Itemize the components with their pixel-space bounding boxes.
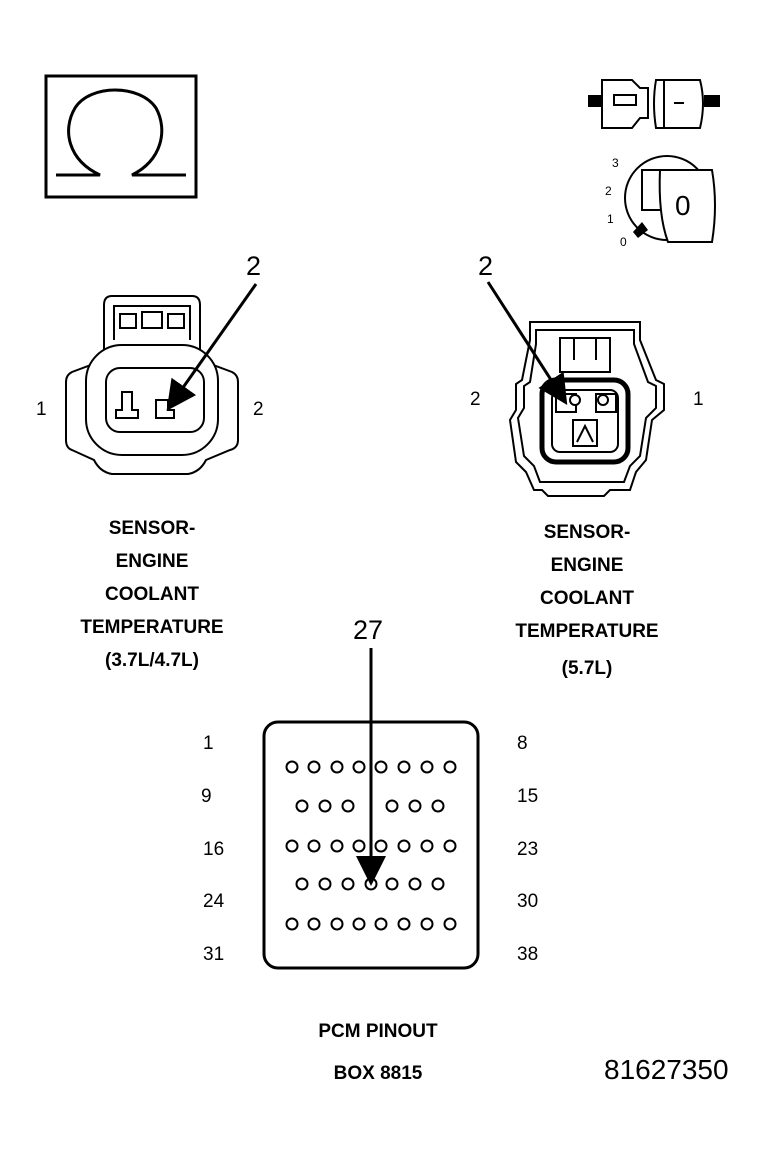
pcm-pin-hole [330, 839, 344, 853]
pcm-pin-hole [431, 877, 445, 891]
pcm-pin-hole [443, 839, 457, 853]
pcm-left-label-24: 24 [203, 891, 225, 912]
pcm-right-label-15: 15 [517, 786, 539, 807]
pcm-pin-hole [285, 917, 299, 931]
pcm-pin-hole [397, 760, 411, 774]
ignition-position-3: 3 [612, 156, 619, 170]
left-connector-caption: SENSOR- ENGINE COOLANT TEMPERATURE (3.7L… [80, 518, 224, 671]
pcm-pin-hole [374, 839, 388, 853]
pcm-pin-hole [431, 799, 445, 813]
pcm-pin-hole [307, 917, 321, 931]
ignition-key-icon [624, 155, 716, 243]
pcm-right-label-38: 38 [517, 944, 539, 965]
pcm-pin-hole [352, 760, 366, 774]
pcm-pin-hole [408, 799, 422, 813]
ignition-position-1: 1 [607, 212, 614, 226]
pcm-pin-hole [443, 760, 457, 774]
pcm-pin-hole [420, 760, 434, 774]
pcm-pin-hole [408, 877, 422, 891]
pcm-pin-hole [397, 917, 411, 931]
pcm-pin-hole [341, 799, 355, 813]
pcm-pin-hole [443, 917, 457, 931]
pcm-pin-hole [374, 917, 388, 931]
pcm-pin-hole [397, 839, 411, 853]
ignition-key-label: 0 [675, 190, 691, 221]
pcm-pin-hole [352, 839, 366, 853]
pcm-callout: 27 [353, 615, 384, 645]
pcm-pin-hole [285, 839, 299, 853]
pcm-right-label-8: 8 [517, 733, 528, 754]
pcm-caption: PCM PINOUT BOX 8815 [318, 1021, 438, 1084]
pcm-pin-hole [374, 760, 388, 774]
ohmmeter-icon [44, 74, 198, 199]
right-connector-caption: SENSOR- ENGINE COOLANT TEMPERATURE (5.7L… [515, 522, 659, 679]
ect-connector-3-7l-4-7l [65, 283, 258, 475]
figure-number: 81627350 [604, 1054, 729, 1085]
pcm-left-label-31: 31 [203, 944, 225, 965]
pcm-pin-hole [385, 799, 399, 813]
pcm-right-label-30: 30 [517, 891, 539, 912]
ect-connector-5-7l [486, 281, 665, 497]
pcm-pin-hole [385, 877, 399, 891]
pcm-pin-hole [295, 799, 309, 813]
pcm-pin-hole [285, 760, 299, 774]
right-connector-pin-right: 1 [693, 389, 704, 410]
pcm-right-label-23: 23 [517, 839, 539, 860]
pcm-pin-hole [295, 877, 309, 891]
left-connector-pin-left: 1 [36, 399, 47, 420]
pcm-left-label-16: 16 [203, 839, 225, 860]
pcm-pin-hole [307, 760, 321, 774]
pcm-pin-hole [330, 917, 344, 931]
left-connector-callout: 2 [246, 251, 262, 281]
pcm-pin-hole [341, 877, 355, 891]
pcm-pin-hole [420, 917, 434, 931]
pcm-pin-hole [318, 799, 332, 813]
disconnect-connector-icon [588, 79, 720, 129]
pcm-pin-hole [318, 877, 332, 891]
pcm-pin-hole [330, 760, 344, 774]
ignition-position-0: 0 [620, 235, 627, 249]
right-connector-callout: 2 [478, 251, 494, 281]
pcm-pin-hole [420, 839, 434, 853]
right-connector-pin-left: 2 [470, 389, 481, 410]
left-connector-pin-right: 2 [253, 399, 264, 420]
pcm-left-label-1: 1 [203, 733, 214, 754]
pcm-pin-hole [307, 839, 321, 853]
pcm-left-label-9: 9 [201, 786, 212, 807]
pcm-pin-hole [352, 917, 366, 931]
ignition-position-2: 2 [605, 184, 612, 198]
